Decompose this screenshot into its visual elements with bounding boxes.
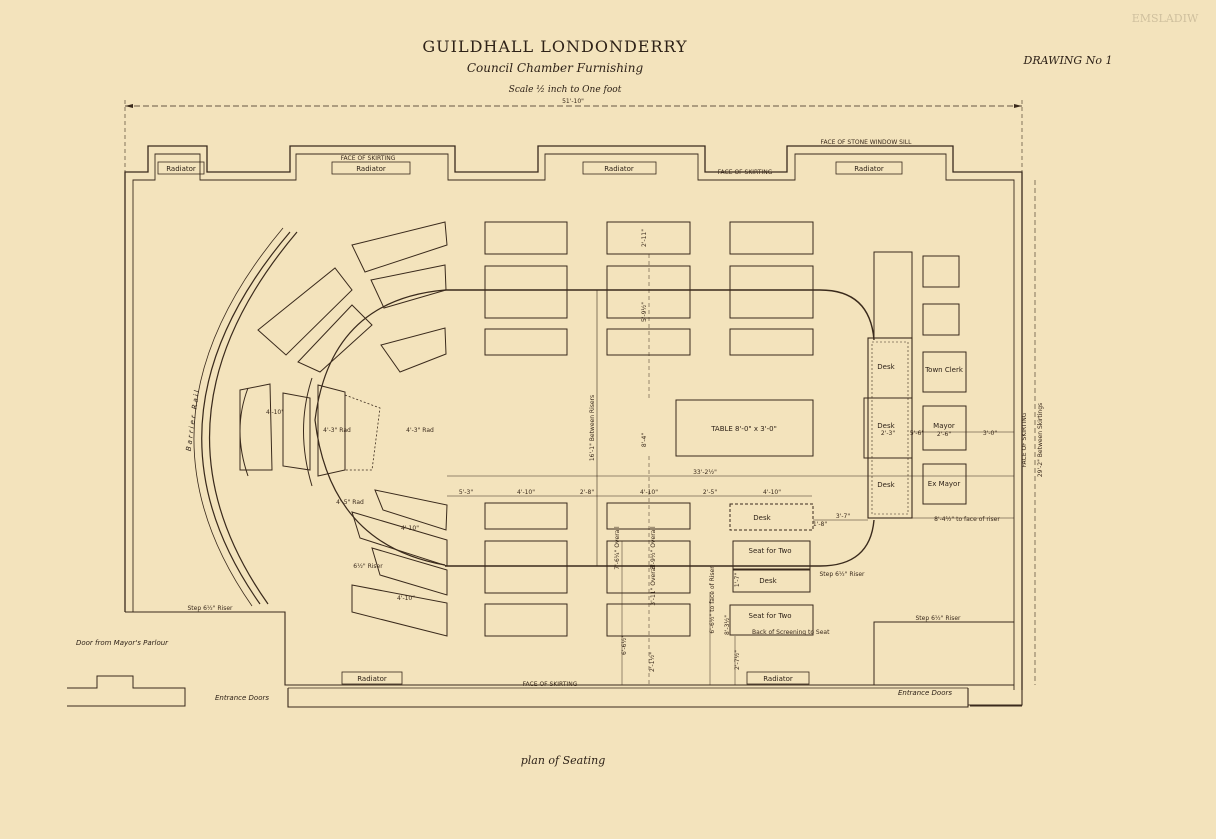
note-face-skirting-right: FACE OF SKIRTING — [1021, 412, 1028, 467]
barrier-rail-label: Barrier Rail — [185, 388, 202, 452]
dimension-label: 3'-11" Overall — [650, 564, 657, 606]
drawing-number: DRAWING No 1 — [1023, 54, 1113, 67]
drawing-subtitle: Council Chamber Furnishing — [467, 61, 644, 75]
dimension-label: 1'-8" — [813, 521, 827, 528]
arc-dimension: 4'-10" — [266, 409, 284, 416]
dimension-label: 8'-4" — [641, 433, 648, 447]
dimension-label: 6'-6½" to face of Riser — [709, 566, 716, 634]
room-walls — [67, 145, 1023, 708]
drawing-title: GUILDHALL LONDONDERRY — [422, 37, 687, 56]
note-step: Step 6½" Riser — [820, 571, 866, 578]
radiator-label: Radiator — [166, 165, 196, 173]
dimension-label: 8'-4½" to face of riser — [934, 516, 1000, 523]
radiator-label: Radiator — [854, 165, 884, 173]
dais — [863, 251, 967, 519]
radiator-label: Radiator — [604, 165, 634, 173]
arc-dimension: 4'-5" Rad — [336, 499, 364, 506]
dimension-label: 5'-9½" — [641, 302, 648, 322]
dimension-label: 4'-10" — [517, 489, 535, 496]
overall-dimension-label: 51'-10" — [562, 98, 584, 105]
desk-label: Desk — [759, 577, 777, 585]
radiator-label: Radiator — [357, 675, 387, 683]
dimension-label: 5'-3" — [459, 489, 473, 496]
dimension-label: 3'-0" — [983, 430, 997, 437]
dimension-label: 16'-1" Between Risers — [589, 395, 596, 461]
arc-dimension: 4'-3" Rad — [323, 427, 351, 434]
radiator-label: Radiator — [763, 675, 793, 683]
dimension-lines — [447, 254, 1014, 685]
note-entrance-right: Entrance Doors — [898, 689, 952, 697]
dimension-label: 4'-10" — [763, 489, 781, 496]
dimension-label: 6'-6½" — [621, 635, 628, 655]
note-entrance-left: Entrance Doors — [215, 694, 269, 702]
dimension-label: 5'-6" — [910, 430, 924, 437]
dimension-label: 33'-2½" — [693, 469, 717, 476]
radiator-label: Radiator — [356, 165, 386, 173]
dimension-label: 4'-10" — [640, 489, 658, 496]
note-back-screen: Back of Screening to Seat — [752, 629, 830, 636]
riser-note: 6½" Riser — [353, 563, 383, 570]
central-table — [675, 399, 814, 457]
official-seat-label: Ex Mayor — [928, 480, 961, 488]
front-furniture — [729, 503, 814, 636]
official-seat-label: Mayor — [933, 422, 955, 430]
dimension-label: 1'-7" — [734, 573, 741, 587]
dimension-label: 2'-7½" — [734, 650, 741, 670]
dais-desk-label: Desk — [877, 422, 895, 430]
note-face-skirting: FACE OF SKIRTING — [341, 155, 396, 162]
dimension-label: 3'-7" — [836, 513, 850, 520]
seat-label: Seat for Two — [749, 547, 792, 555]
dimension-label: 2'-5" — [703, 489, 717, 496]
official-seat-label: Town Clerk — [924, 366, 964, 374]
note-step: Step 6½" Riser — [188, 605, 234, 612]
note-face-skirting: FACE OF SKIRTING — [718, 169, 773, 176]
overall-dimension-line — [124, 100, 1023, 180]
dimension-label: 7'-6¼" Overall — [614, 526, 621, 570]
arc-dimension: 4'-10" — [397, 595, 415, 602]
dimension-label: 2'-6" — [937, 431, 951, 438]
radiators — [157, 161, 903, 685]
dimension-label: 2'-1½" — [649, 652, 656, 672]
note-door-mayor: Door from Mayor's Parlour — [76, 639, 169, 647]
dimension-label: 2'-3" — [881, 430, 895, 437]
barrier-rail — [193, 227, 298, 607]
note-face-skirting: FACE OF SKIRTING — [523, 681, 578, 688]
note-step: Step 6½" Riser — [916, 615, 962, 622]
bench-tables — [445, 221, 875, 637]
right-dimension-label: 29'-2" Between Skirtings — [1037, 403, 1044, 477]
seat-label: Seat for Two — [749, 612, 792, 620]
dimension-label: 3'-9½" Overall — [650, 526, 657, 570]
arc-dimension: 4'-3" Rad — [406, 427, 434, 434]
dimension-label: 2'-8" — [580, 489, 594, 496]
desk-label: Desk — [753, 514, 771, 522]
corner-stamp: EMSLADIW — [1132, 12, 1199, 25]
dais-desk-label: Desk — [877, 481, 895, 489]
plan-caption: plan of Seating — [521, 754, 606, 767]
dais-desk-label: Desk — [877, 363, 895, 371]
dimension-label: 2'-11" — [641, 229, 648, 247]
dimension-label: 8'-3½" — [724, 615, 731, 635]
arc-dimension: 4'-10" — [401, 525, 419, 532]
drawing-scale: Scale ½ inch to One foot — [509, 84, 622, 95]
central-table-label: TABLE 8'-0" x 3'-0" — [710, 425, 777, 433]
note-window-sill: FACE OF STONE WINDOW SILL — [821, 139, 913, 146]
